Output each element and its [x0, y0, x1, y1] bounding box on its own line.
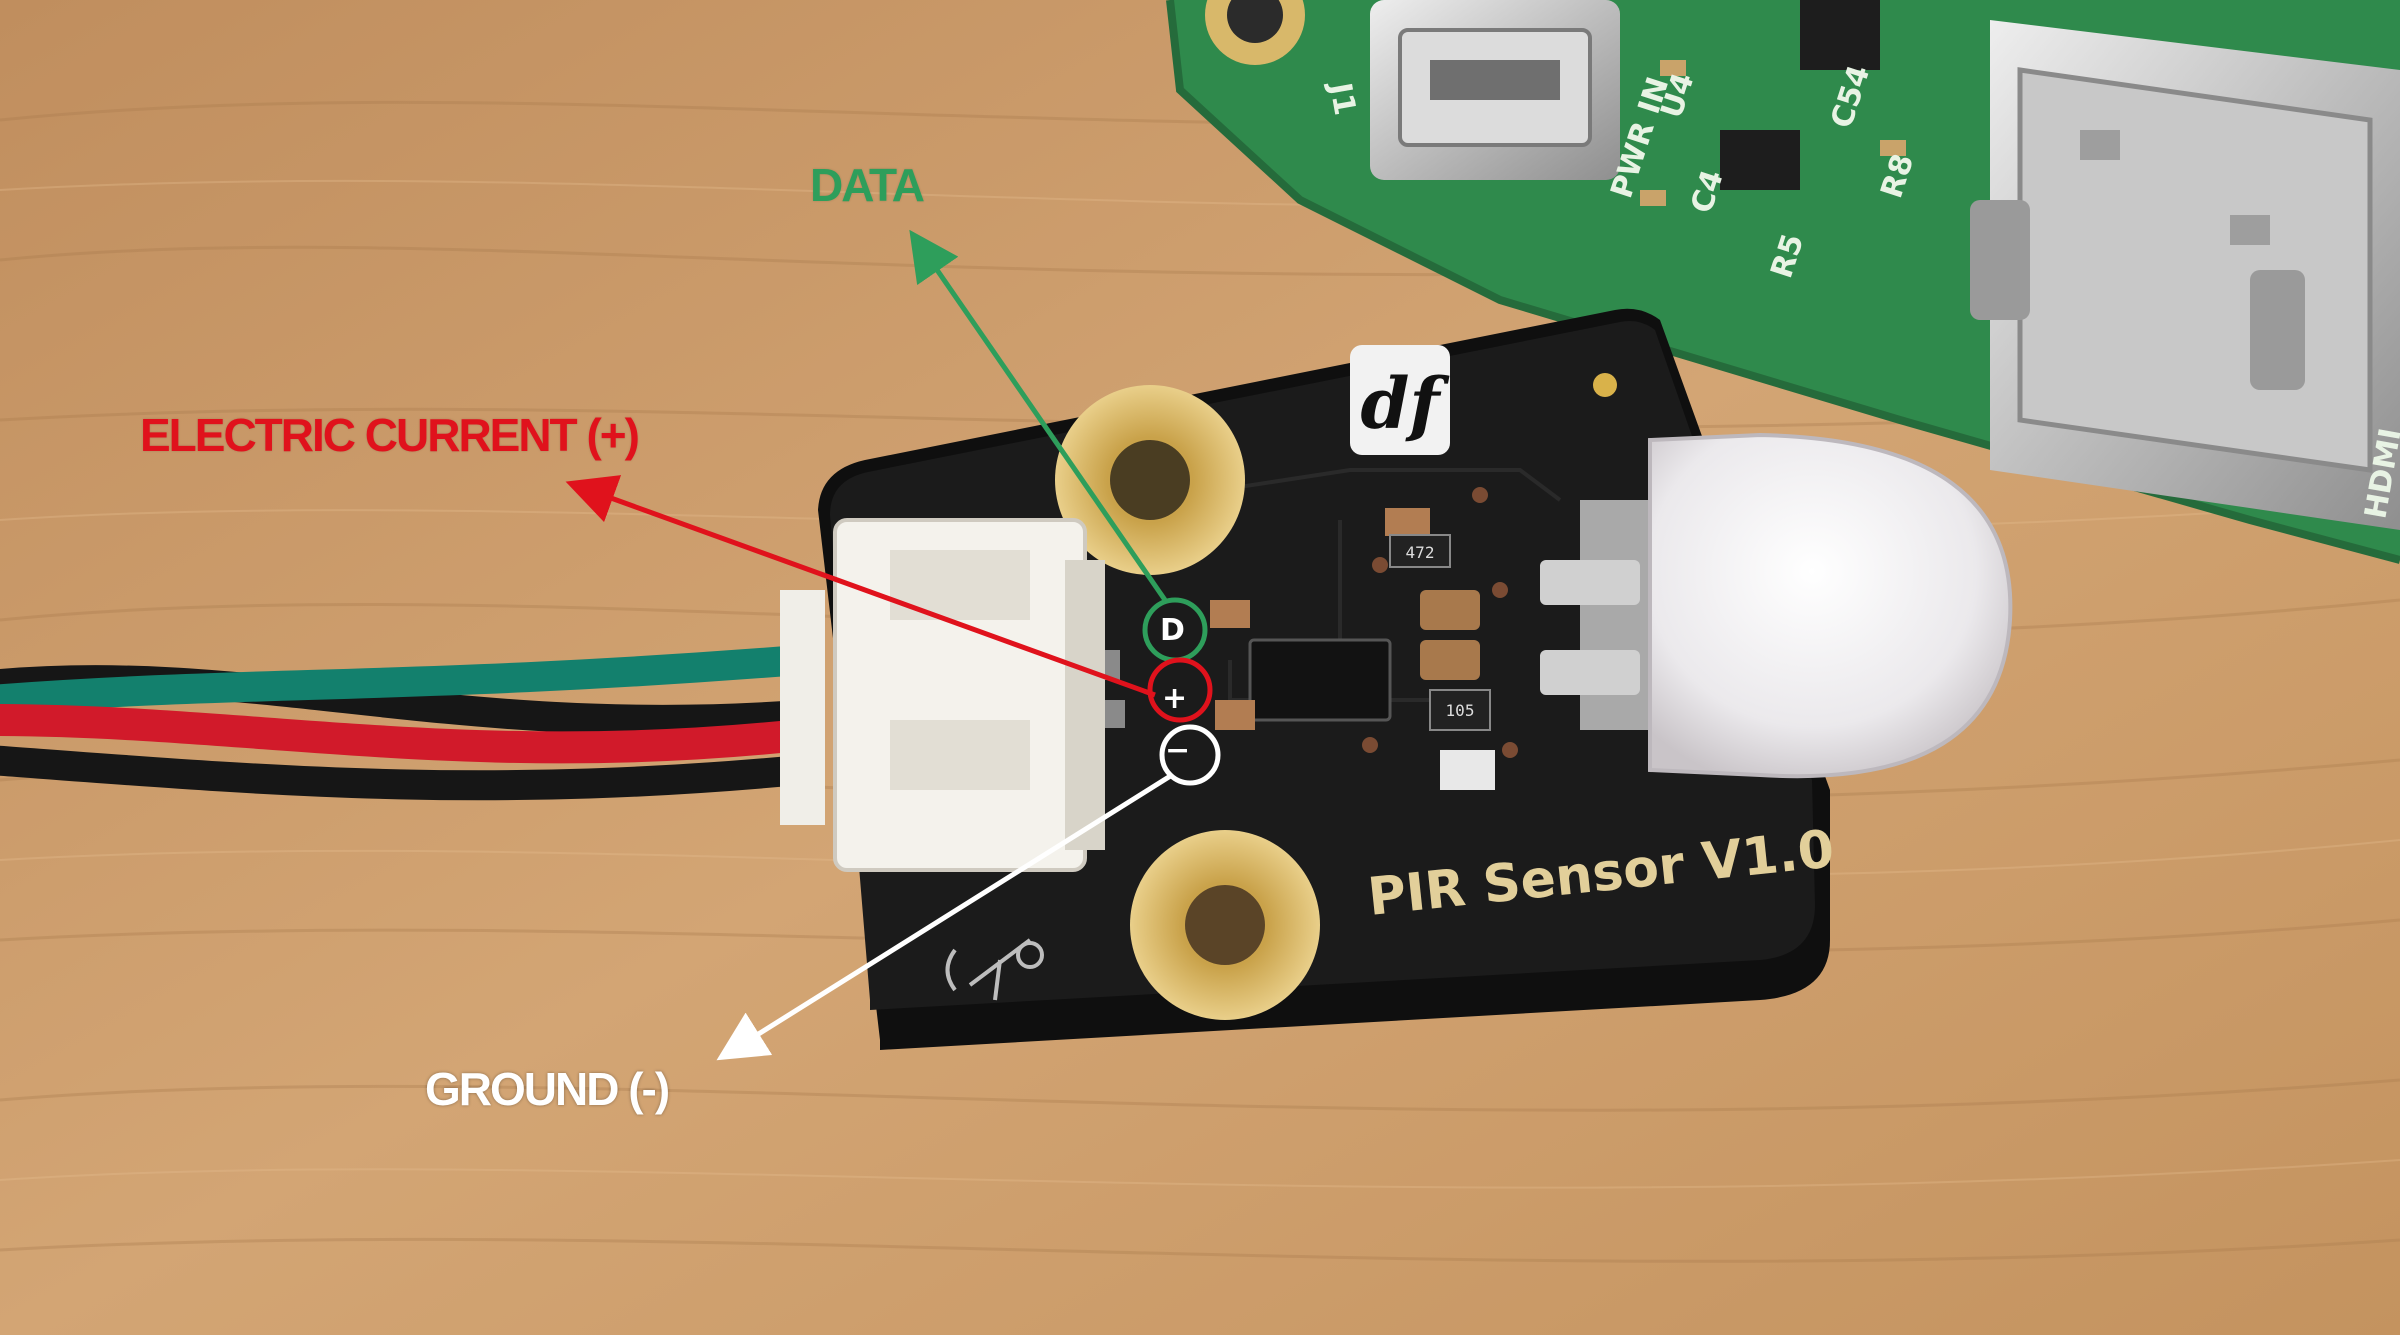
pin-d-label: D	[1160, 613, 1185, 648]
pir-dome-lens	[1540, 432, 2013, 779]
resistor-472-label: 472	[1406, 543, 1435, 562]
ground-arrow	[716, 772, 1174, 1061]
dfrobot-logo: df	[1350, 345, 1450, 455]
jst-connector	[780, 518, 1105, 872]
raspberry-pi-board: J1 PWR IN U4 C54 C4 R5 R8 HDMI	[1166, 0, 2400, 564]
ground-pin-marker	[1159, 724, 1221, 786]
micro-usb-port	[1370, 0, 1620, 180]
mounting-hole-top	[1055, 385, 1245, 575]
data-arrow	[909, 229, 1168, 602]
electric-current-label: ELECTRIC CURRENT (+)	[140, 409, 640, 461]
mounting-hole-bottom	[1130, 830, 1320, 1020]
motion-sensor-icon	[945, 938, 1044, 1001]
power-arrow	[565, 475, 1156, 698]
mini-hdmi-port	[1970, 20, 2400, 530]
ground-label: GROUND (-)	[425, 1063, 670, 1115]
logo-text: df	[1360, 362, 1450, 445]
sensor-cable	[0, 645, 816, 801]
silk-j1: J1	[1322, 78, 1362, 118]
resistor-105-label: 105	[1446, 701, 1475, 720]
power-pin-marker	[1147, 657, 1213, 723]
data-label: DATA	[810, 159, 925, 211]
pin-plus-label: +	[1162, 681, 1187, 716]
